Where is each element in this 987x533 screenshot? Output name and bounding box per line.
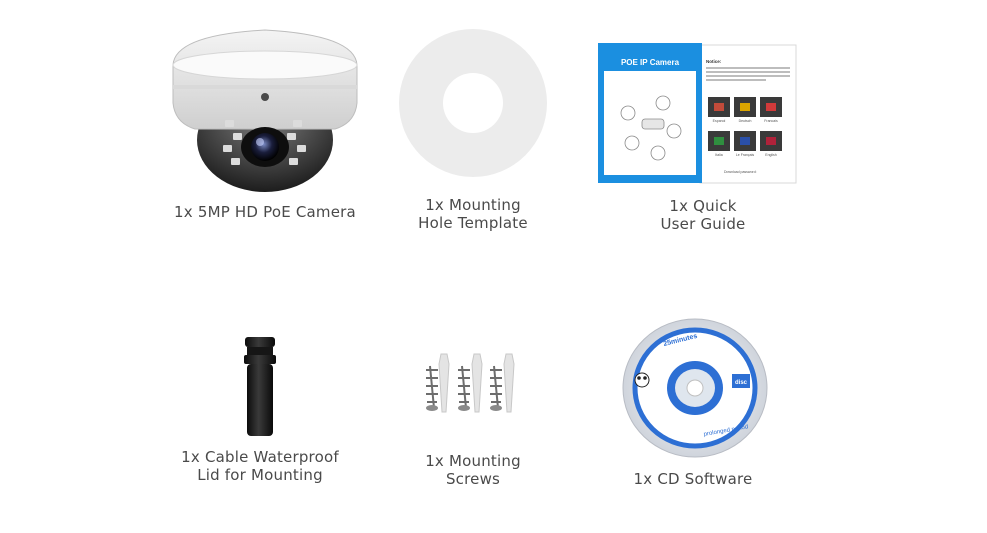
booklet-notice: Notice: <box>706 59 722 64</box>
cd-product: 25minutes prolonged period disc <box>622 318 768 458</box>
lid-caption: 1x Cable Waterproof Lid for Mounting <box>181 448 339 484</box>
cd-disc-image: 25minutes prolonged period disc <box>622 318 768 458</box>
quick-guide-product: POE IP Camera Quick User Guide Notice: E… <box>598 43 798 186</box>
mounting-template-product <box>398 28 548 178</box>
cd-brand: disc <box>735 380 748 386</box>
booklet-subtitle: Quick User Guide <box>634 70 666 75</box>
dome-camera-image <box>172 29 358 192</box>
cable-lid-image <box>244 337 276 436</box>
screws-product <box>418 352 528 417</box>
flag-label: Francais <box>764 119 778 123</box>
waterproof-lid-product <box>230 335 290 440</box>
flag-label: Italia <box>715 153 722 157</box>
flag-label: English <box>765 153 777 157</box>
screws-caption: 1x Mounting Screws <box>425 452 521 488</box>
booklet-title: POE IP Camera <box>621 58 680 67</box>
template-caption: 1x Mounting Hole Template <box>418 196 528 232</box>
camera-caption: 1x 5MP HD PoE Camera <box>174 203 356 221</box>
qr-grid <box>708 97 782 151</box>
download-password: Download password: <box>724 170 757 174</box>
booklet-image: POE IP Camera Quick User Guide Notice: E… <box>598 43 797 184</box>
cd-caption: 1x CD Software <box>633 470 753 488</box>
flag-label: Deutsch <box>739 119 752 123</box>
panda-logo-icon <box>634 372 650 388</box>
template-disc-image <box>399 29 547 177</box>
screws-image <box>426 353 515 413</box>
flag-label: Espanol <box>713 119 726 123</box>
flag-label: Le Français <box>736 153 755 157</box>
camera-product <box>165 25 365 195</box>
guide-caption: 1x Quick User Guide <box>660 197 746 233</box>
